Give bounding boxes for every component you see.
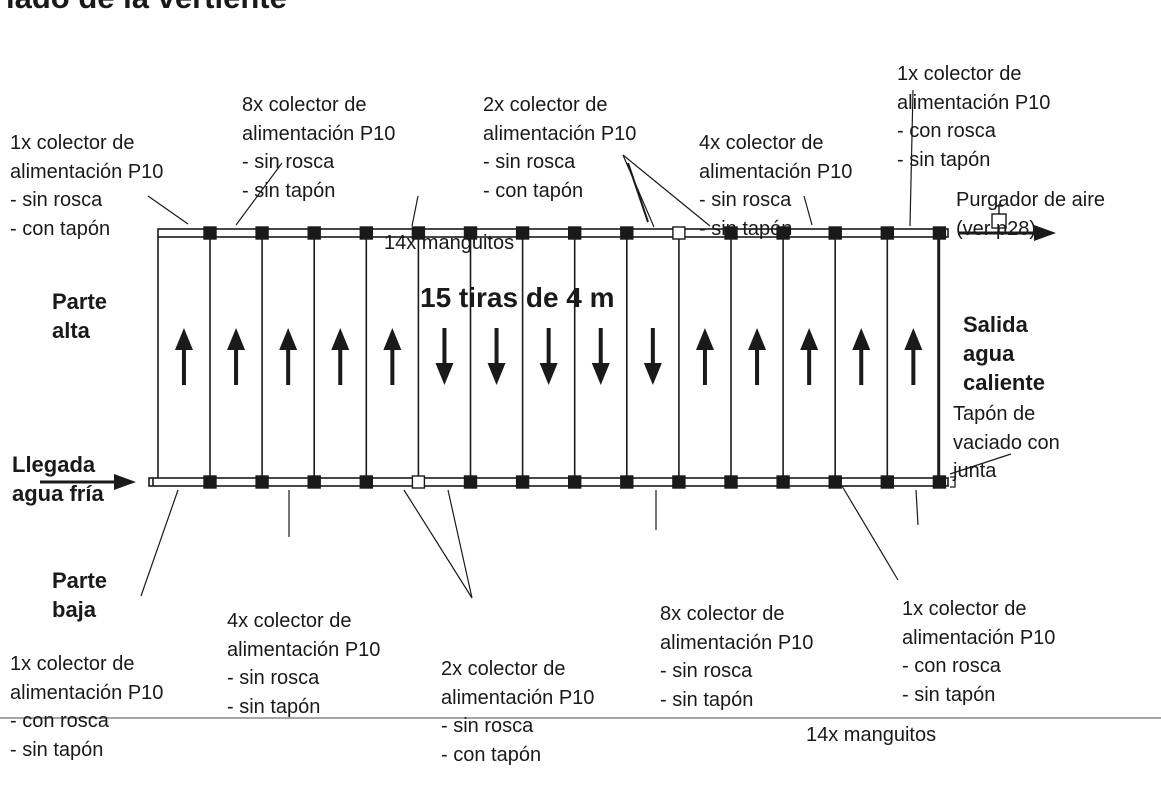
strip-3 bbox=[279, 226, 321, 489]
bottom-connector bbox=[724, 475, 738, 489]
up-arrow-icon bbox=[174, 328, 193, 385]
drain-plug-icon bbox=[950, 476, 956, 488]
bottom-connector bbox=[515, 475, 530, 489]
up-arrow-icon bbox=[748, 328, 767, 385]
strip-6 bbox=[435, 226, 478, 489]
up-arrow-icon bbox=[383, 328, 402, 385]
up-arrow-icon bbox=[279, 328, 298, 385]
strip-9 bbox=[591, 226, 634, 489]
top-connector bbox=[203, 226, 217, 240]
top-connector bbox=[828, 226, 842, 240]
hot-outlet-arrow bbox=[958, 225, 1056, 241]
strip-2 bbox=[227, 226, 269, 489]
bottom-connector bbox=[932, 475, 947, 489]
strip-11 bbox=[695, 226, 738, 489]
strip-13 bbox=[800, 226, 842, 489]
strip-10 bbox=[643, 226, 686, 489]
top-connector bbox=[515, 226, 530, 240]
strip-1 bbox=[174, 226, 217, 489]
bottom-header-pipe bbox=[148, 477, 949, 487]
bottom-connector bbox=[255, 475, 269, 489]
bottom-connector bbox=[463, 475, 478, 489]
strip-14 bbox=[852, 226, 894, 489]
top-connector bbox=[724, 226, 738, 240]
up-arrow-icon bbox=[227, 328, 246, 385]
callout-bottom-sleeves: 14x manguitos bbox=[806, 724, 937, 746]
up-arrow-icon bbox=[904, 328, 923, 385]
strip-7 bbox=[487, 226, 530, 489]
strip-5 bbox=[383, 226, 426, 489]
top-connector bbox=[620, 226, 634, 240]
callout-air-vent: Purgador de aire(ver p28) bbox=[956, 189, 1105, 240]
top-connector bbox=[359, 226, 373, 240]
bottom-connector bbox=[203, 475, 217, 489]
air-vent-icon bbox=[991, 204, 1007, 233]
cold-inlet-arrow bbox=[40, 474, 136, 490]
bottom-connector bbox=[880, 475, 894, 489]
down-arrow-icon bbox=[643, 328, 662, 385]
leader-lines bbox=[140, 89, 1012, 599]
top-connector bbox=[255, 226, 269, 240]
top-connector bbox=[880, 226, 894, 240]
up-arrow-icon bbox=[695, 328, 714, 385]
leader-thick bbox=[627, 162, 649, 223]
top-connector bbox=[776, 226, 790, 240]
top-connector bbox=[307, 226, 321, 240]
top-connector bbox=[463, 226, 478, 240]
strip-15 bbox=[904, 226, 947, 489]
bottom-connector bbox=[620, 475, 634, 489]
up-arrow-icon bbox=[800, 328, 819, 385]
bottom-connector bbox=[359, 475, 373, 489]
bottom-connector bbox=[411, 475, 426, 489]
bottom-connector bbox=[776, 475, 790, 489]
down-arrow-icon bbox=[591, 328, 610, 385]
down-arrow-icon bbox=[539, 328, 558, 385]
top-connector bbox=[568, 226, 582, 240]
page-title: lado de la vertiente bbox=[6, 0, 287, 16]
strip-12 bbox=[748, 226, 790, 489]
up-arrow-icon bbox=[852, 328, 871, 385]
callout-top-sleeves: 14x manguitos bbox=[384, 232, 515, 254]
strip-8 bbox=[539, 226, 582, 489]
strip-4 bbox=[331, 226, 373, 489]
down-arrow-icon bbox=[487, 328, 506, 385]
top-connector bbox=[672, 226, 686, 240]
bottom-connector bbox=[828, 475, 842, 489]
down-arrow-icon bbox=[435, 328, 454, 385]
up-arrow-icon bbox=[331, 328, 350, 385]
bottom-connector bbox=[568, 475, 582, 489]
top-connector bbox=[411, 226, 426, 240]
bottom-connector bbox=[672, 475, 686, 489]
strips-label: 15 tiras de 4 m bbox=[420, 282, 615, 313]
top-connector bbox=[932, 226, 947, 240]
collector-diagram bbox=[0, 89, 1161, 719]
bottom-connector bbox=[307, 475, 321, 489]
